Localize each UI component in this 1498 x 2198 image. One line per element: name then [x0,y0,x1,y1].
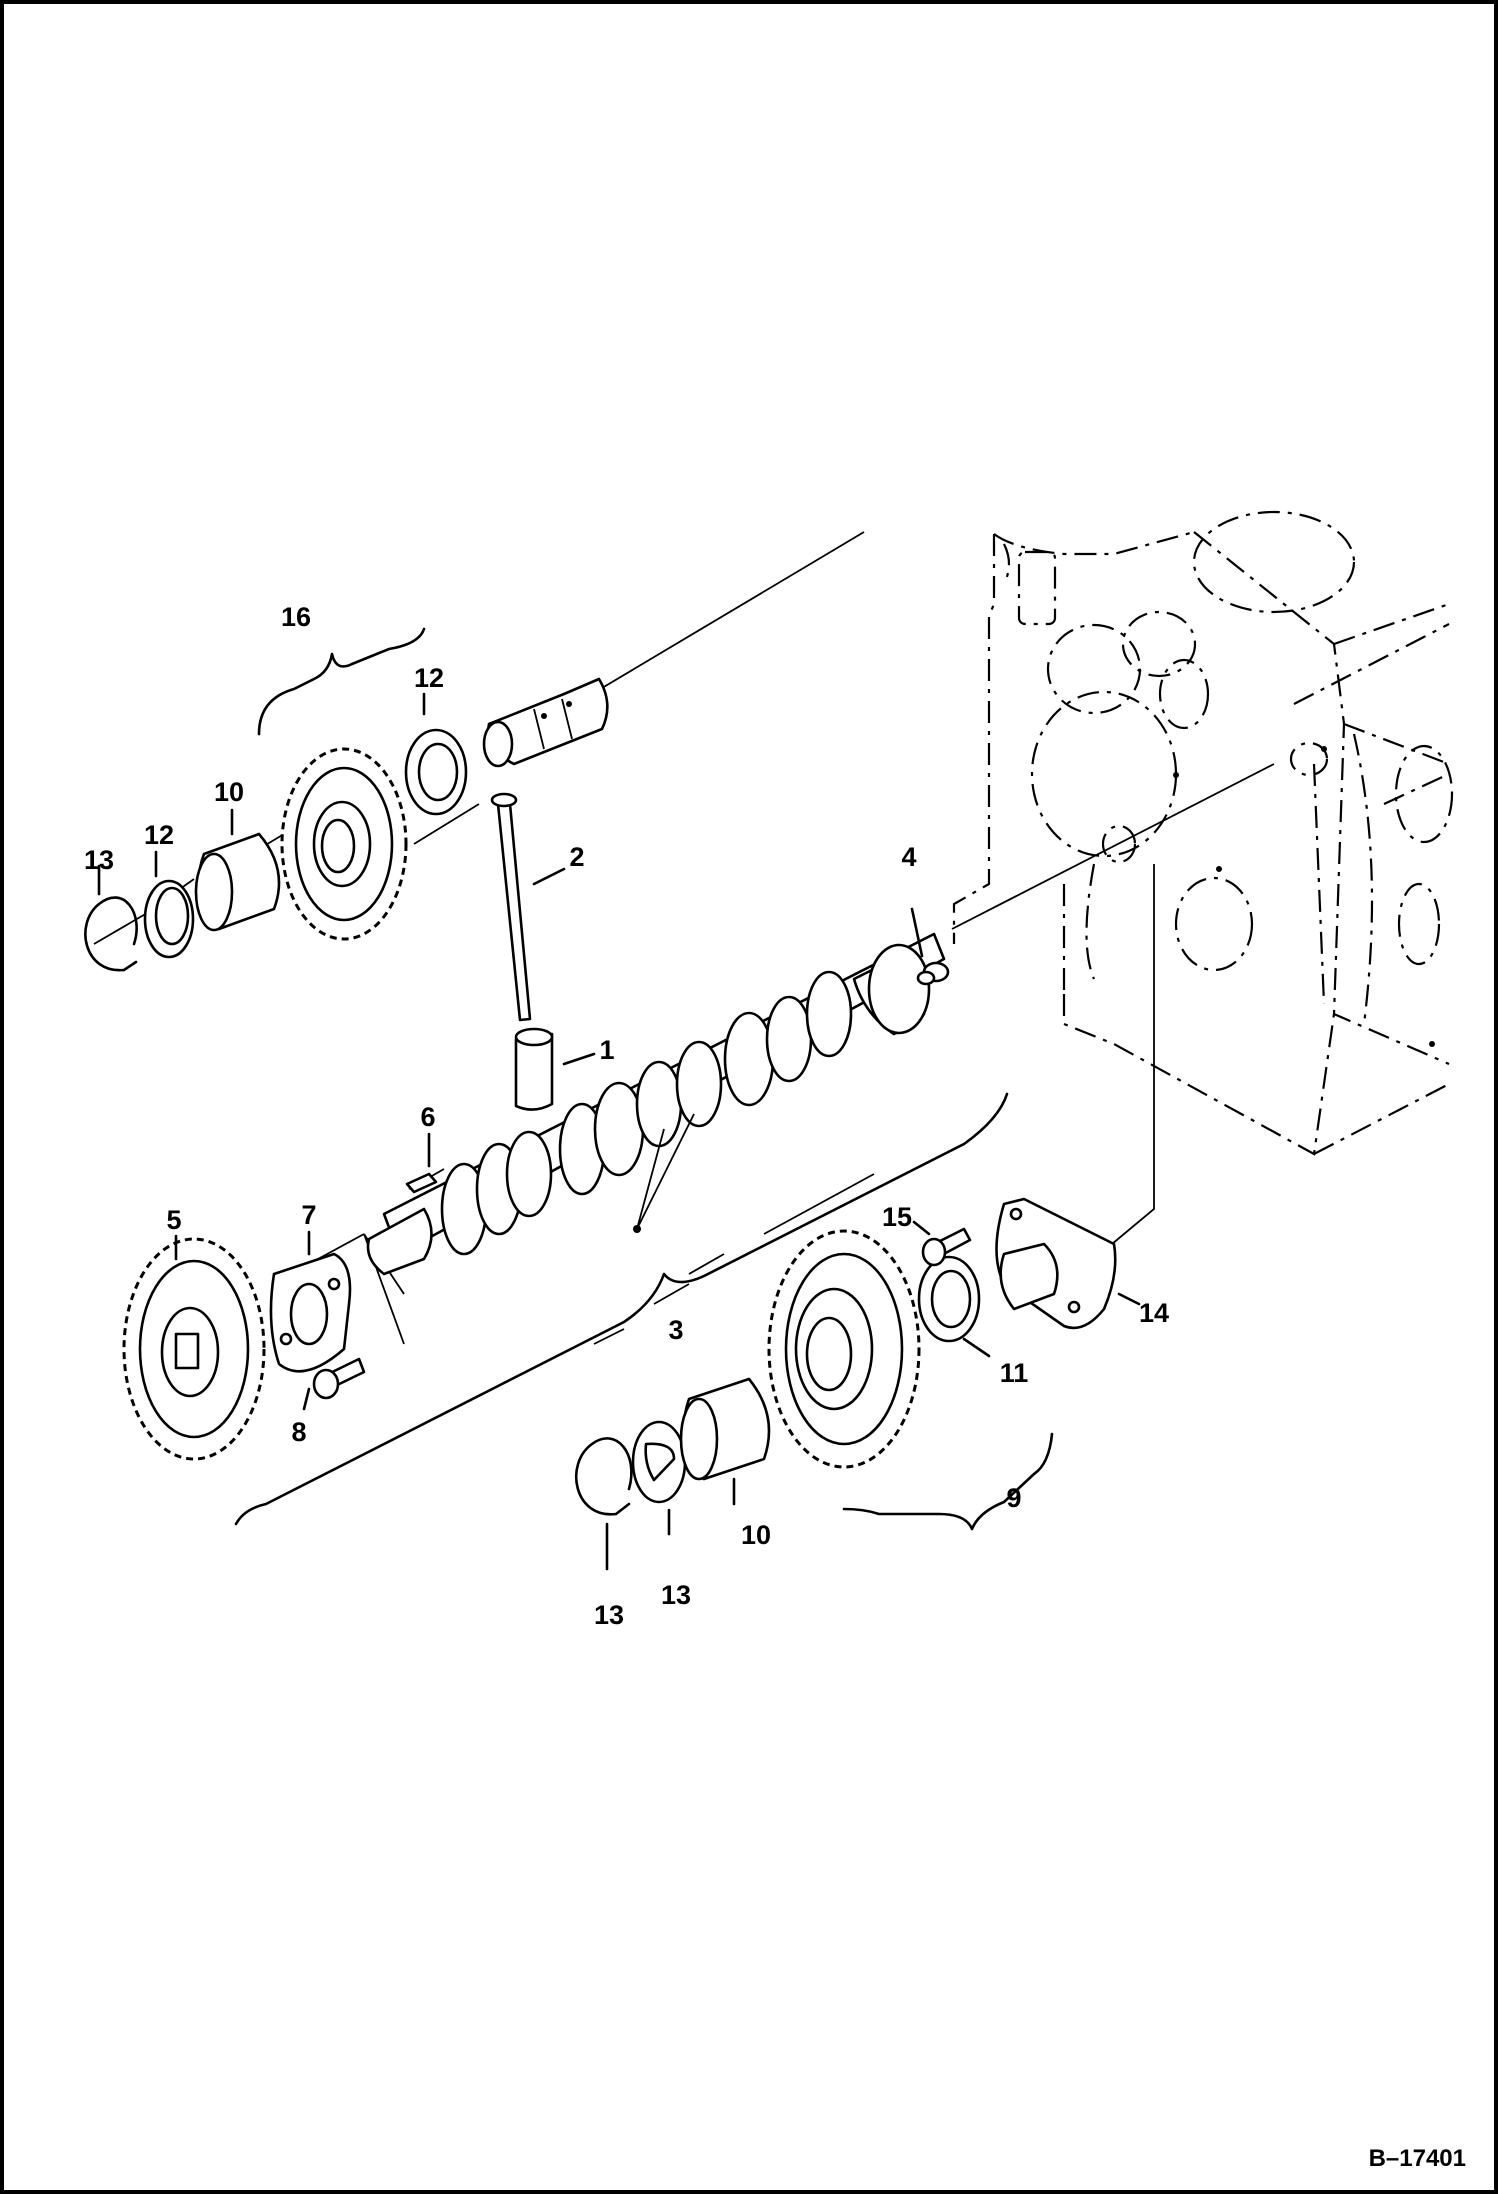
brace-16 [257,627,426,736]
callout-13-upper: 13 [84,845,114,875]
woodruff-key [405,1172,438,1194]
callout-leaders [97,692,1141,1571]
idler-gear-lower [767,1229,921,1469]
callout-11-lower: 11 [1000,1358,1029,1388]
callout-1: 1 [599,1035,614,1065]
callout-14: 14 [1139,1298,1169,1328]
callout-2: 2 [569,842,584,872]
drawing-reference-code: B–17401 [1369,2145,1466,2172]
callout-6: 6 [420,1102,435,1132]
brace-3 [234,1092,1009,1526]
upper-idler-assembly [84,677,609,972]
idler-gear-upper [280,747,408,941]
callout-11-upper: 12 [414,663,444,693]
callout-4: 4 [901,842,916,872]
callout-10-lower: 10 [741,1520,771,1550]
group-braces [234,627,1054,1531]
tappet [514,1027,554,1111]
lower-idler-assembly [575,1197,1117,1516]
idler-shaft-lower [995,1197,1117,1330]
circlip-upper [84,896,138,972]
callout-7: 7 [301,1200,316,1230]
leader-lines [93,531,1275,1345]
idler-shaft-upper [482,677,609,768]
callout-12-upper: 12 [144,820,174,850]
callout-3: 3 [668,1315,683,1345]
callout-13-lower-label: 13 [594,1600,624,1630]
plug [916,961,950,986]
camshaft-gear [122,1237,266,1461]
callout-15: 15 [882,1202,912,1232]
callout-5: 5 [166,1205,181,1235]
callout-8: 8 [291,1417,306,1447]
push-rod [490,792,532,1022]
exploded-parts-diagram: 16 12 10 12 13 2 4 1 6 5 7 15 14 3 11 8 … [84,510,1466,2172]
callout-16: 16 [281,602,311,632]
callout-9: 9 [1006,1483,1021,1513]
idler-shaft-bolt [921,1227,972,1267]
bushing-lower [679,1377,771,1481]
callout-10-upper: 10 [214,777,244,807]
callout-labels: 16 12 10 12 13 2 4 1 6 5 7 15 14 3 11 8 … [84,602,1169,1630]
thrust-plate [269,1252,352,1373]
thrust-plate-bolt [312,1357,366,1400]
callout-12-lower: 13 [661,1580,691,1610]
circlip-lower [575,1437,633,1516]
camshaft [366,932,946,1276]
bushing-upper [194,832,281,932]
engine-block [952,510,1454,1156]
brace-9 [842,1432,1054,1531]
